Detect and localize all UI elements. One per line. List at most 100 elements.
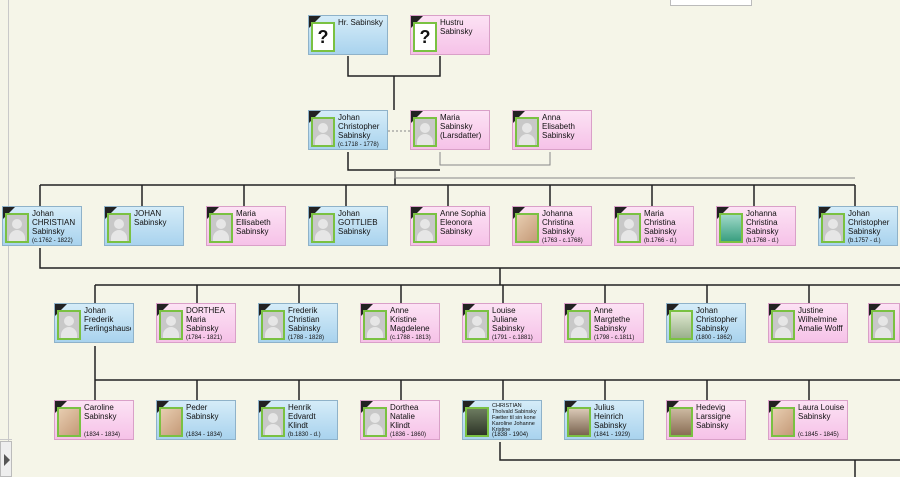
person-photo bbox=[669, 407, 693, 437]
person-name: Johan Christopher Sabinsky bbox=[848, 209, 890, 236]
person-card[interactable]: CHRISTIAN Tholvald Sabinsky Fætter til s… bbox=[462, 400, 542, 440]
person-dates: (1836 - 1860) bbox=[390, 432, 427, 438]
person-dates: (b.1768 - d.) bbox=[746, 238, 779, 244]
person-name: Hr. Sabinsky bbox=[338, 18, 383, 27]
person-card[interactable]: Julius Heinrich Sabinsky (1841 - 1929) bbox=[564, 400, 644, 440]
silhouette-icon bbox=[261, 310, 285, 340]
silhouette-icon bbox=[413, 117, 437, 147]
person-dates: (1834 - 1834) bbox=[84, 432, 121, 438]
person-name: Anne Kristine Magdelene (Degnehardt) bbox=[390, 306, 430, 333]
person-name: Frederik Christian Sabinsky bbox=[288, 306, 321, 333]
silhouette-icon bbox=[821, 213, 845, 243]
silhouette-icon bbox=[617, 213, 641, 243]
person-photo bbox=[515, 213, 539, 243]
person-card[interactable]: Johan Frederik Ferlingshausen bbox=[54, 303, 134, 343]
connector-gen0 bbox=[347, 56, 441, 110]
silhouette-icon bbox=[261, 407, 285, 437]
person-name: Peder Sabinsky bbox=[186, 403, 219, 421]
person-card[interactable]: Hedevig Larssigne Sabinsky (Caspersen) bbox=[666, 400, 746, 440]
person-card[interactable]: JOHAN Sabinsky bbox=[104, 206, 184, 246]
person-photo bbox=[719, 213, 743, 243]
person-name: Hedevig Larssigne Sabinsky (Caspersen) bbox=[696, 403, 731, 430]
silhouette-icon bbox=[413, 213, 437, 243]
person-card[interactable]: Johanna Christina Sabinsky (b.1768 - d.) bbox=[716, 206, 796, 246]
silhouette-icon bbox=[57, 310, 81, 340]
person-card[interactable]: Johan Christopher Sabinsky (1800 - 1862) bbox=[666, 303, 746, 343]
person-name: Henrik Edvardt Klindt bbox=[288, 403, 316, 430]
person-dates: (b.1757 - d.) bbox=[848, 238, 881, 244]
person-name: Laura Louise Sabinsky bbox=[798, 403, 845, 421]
person-name: Julius Heinrich Sabinsky bbox=[594, 403, 627, 430]
silhouette-icon bbox=[515, 117, 539, 147]
person-name: JOHAN Sabinsky bbox=[134, 209, 167, 227]
person-card[interactable]: Johanna Christina Sabinsky(1763 - c.1768… bbox=[512, 206, 592, 246]
person-dates: (1763 - c.1768) bbox=[542, 238, 583, 244]
connector-gen3 bbox=[94, 346, 900, 400]
person-dates: (1841 - 1929) bbox=[594, 432, 631, 438]
person-name: Hustru Sabinsky bbox=[440, 18, 473, 36]
person-dates: (1788 - 1828) bbox=[288, 335, 325, 341]
connector-gen2 bbox=[39, 248, 900, 303]
person-name: Louise Juliane Sabinsky bbox=[492, 306, 525, 333]
person-card[interactable]: DORTHEA Maria Sabinsky(1784 - 1821) bbox=[156, 303, 236, 343]
person-card[interactable]: Anne Sophia Eleonora Sabinsky bbox=[410, 206, 490, 246]
person-name: Johanna Christina Sabinsky bbox=[746, 209, 779, 236]
person-dates: (b.1766 - d.) bbox=[644, 238, 677, 244]
person-card[interactable]: ?Hr. Sabinsky bbox=[308, 15, 388, 55]
person-photo bbox=[567, 407, 591, 437]
person-card[interactable]: Frederik Christian Sabinsky (1788 - 1828) bbox=[258, 303, 338, 343]
person-card[interactable]: Johan GOTTLIEB Sabinsky bbox=[308, 206, 388, 246]
person-card[interactable]: Peder Sabinsky(1834 - 1834) bbox=[156, 400, 236, 440]
person-name: Justine Wilhelmine Amalie Wolff Sabinsky bbox=[798, 306, 843, 333]
person-card[interactable]: Anna Elisabeth Sabinsky (Født ?) bbox=[512, 110, 592, 150]
person-dates: (c.1845 - 1845) bbox=[798, 432, 839, 438]
person-card[interactable]: Anne Margtethe Sabinsky(1798 - c.1811) bbox=[564, 303, 644, 343]
person-card[interactable]: Anne Kristine Magdelene (Degnehardt) (c.1… bbox=[360, 303, 440, 343]
person-dates: (1798 - c.1811) bbox=[594, 335, 635, 341]
person-photo bbox=[771, 407, 795, 437]
person-photo bbox=[669, 310, 693, 340]
scroll-toggle-button[interactable] bbox=[0, 441, 12, 477]
person-name: Caroline Sabinsky bbox=[84, 403, 117, 421]
play-right-icon bbox=[4, 454, 10, 466]
connector-gen1 bbox=[39, 152, 856, 206]
silhouette-icon bbox=[311, 117, 335, 147]
person-dates: (1784 - 1821) bbox=[186, 335, 223, 341]
person-card[interactable]: Johan Christopher Sabinsky (b.1757 - d.) bbox=[818, 206, 898, 246]
bottom-guide-line bbox=[0, 439, 12, 440]
person-dates: (c.1788 - 1813) bbox=[390, 335, 431, 341]
person-photo bbox=[159, 407, 183, 437]
person-card[interactable]: Caroline Sabinsky (1834 - 1834) bbox=[54, 400, 134, 440]
person-photo bbox=[57, 407, 81, 437]
person-card[interactable]: Louise Juliane Sabinsky(1791 - c.1881) bbox=[462, 303, 542, 343]
person-name: Johan Christopher Sabinsky bbox=[696, 306, 738, 333]
person-card[interactable]: Maria Ellisabeth Sabinsky bbox=[206, 206, 286, 246]
silhouette-icon bbox=[5, 213, 29, 243]
question-mark-icon: ? bbox=[413, 22, 437, 52]
person-card[interactable]: Justine Wilhelmine Amalie Wolff Sabinsky bbox=[768, 303, 848, 343]
silhouette-icon bbox=[871, 310, 895, 340]
person-card[interactable]: Johan Christopher Sabinsky(c.1718 - 1778… bbox=[308, 110, 388, 150]
silhouette-icon bbox=[159, 310, 183, 340]
silhouette-icon bbox=[209, 213, 233, 243]
person-card-offscreen[interactable] bbox=[868, 303, 900, 343]
person-card[interactable]: Maria Christina Sabinsky(b.1766 - d.) bbox=[614, 206, 694, 246]
person-card[interactable]: Henrik Edvardt Klindt (b.1830 - d.) bbox=[258, 400, 338, 440]
silhouette-icon bbox=[567, 310, 591, 340]
person-dates: (1800 - 1862) bbox=[696, 335, 733, 341]
person-card[interactable]: Laura Louise Sabinsky (c.1845 - 1845) bbox=[768, 400, 848, 440]
top-panel-edge bbox=[670, 0, 752, 6]
person-name: Johan Frederik Ferlingshausen bbox=[84, 306, 131, 333]
person-card[interactable]: Dorthea Natalie Klindt (Sabinsky)(1836 -… bbox=[360, 400, 440, 440]
person-card[interactable]: ?Hustru Sabinsky bbox=[410, 15, 490, 55]
person-card[interactable]: Maria Sabinsky (Larsdatter) bbox=[410, 110, 490, 150]
person-photo bbox=[465, 407, 489, 437]
person-card[interactable]: Johan CHRISTIAN Sabinsky (c.1762 - 1822) bbox=[2, 206, 82, 246]
silhouette-icon bbox=[465, 310, 489, 340]
person-dates: (1838 - 1904) bbox=[492, 432, 529, 438]
person-dates: (c.1762 - 1822) bbox=[32, 238, 73, 244]
person-dates: (b.1830 - d.) bbox=[288, 432, 321, 438]
person-name: Johan CHRISTIAN Sabinsky bbox=[32, 209, 76, 236]
